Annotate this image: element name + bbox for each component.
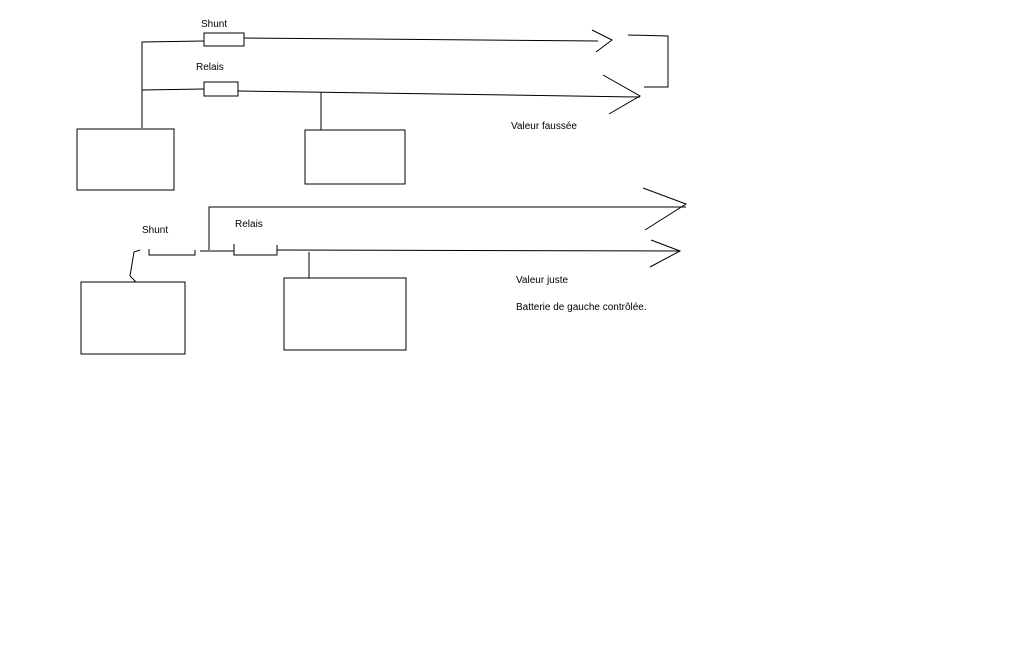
bottom-lower-arrowhead: [649, 239, 682, 268]
bottom-relais-symbol: [233, 244, 278, 256]
top-lower-arrowhead: [602, 74, 642, 115]
bottom-upper-arrowhead: [642, 187, 688, 231]
bottom-caption: Valeur juste: [516, 275, 569, 286]
top-relais-line-wire: [237, 90, 641, 98]
top-diagram: Shunt Relais Valeur faussée: [76, 19, 669, 191]
top-shunt-line-wire: [243, 37, 599, 42]
top-upper-arrowhead: [591, 29, 613, 53]
bottom-lower-main-wire: [276, 249, 681, 252]
top-relais-feed-wire: [141, 88, 205, 91]
top-relais-resistor: [203, 81, 239, 97]
bottom-shunt-label: Shunt: [142, 225, 168, 236]
bottom-note: Batterie de gauche contrôlée.: [516, 302, 647, 313]
top-right-loop-wire: [627, 34, 669, 88]
top-relais-label: Relais: [196, 62, 224, 73]
bottom-left-battery: [80, 281, 186, 355]
bottom-left-lead-wire: [129, 249, 141, 283]
bottom-upper-wire: [208, 206, 686, 250]
bottom-right-battery: [283, 277, 407, 351]
top-caption: Valeur faussée: [511, 121, 577, 132]
bottom-relais-label: Relais: [235, 219, 263, 230]
top-shunt-resistor: [203, 32, 245, 47]
top-right-battery: [304, 129, 406, 185]
top-shunt-label: Shunt: [201, 19, 227, 30]
bottom-shunt-symbol: [148, 249, 196, 256]
top-left-battery: [76, 128, 175, 191]
top-left-riser-wire: [141, 40, 205, 128]
bottom-diagram: Shunt Relais Valeur juste Batterie de ga…: [80, 187, 688, 355]
